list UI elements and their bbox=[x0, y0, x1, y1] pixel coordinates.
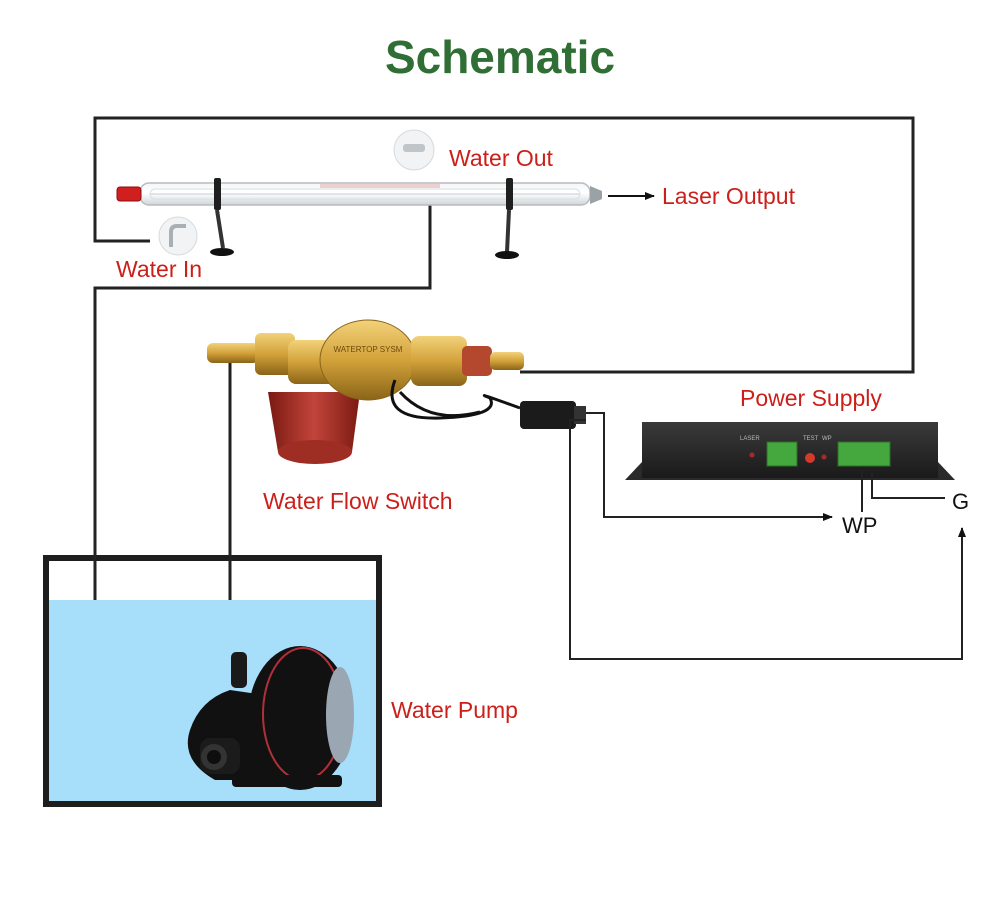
ps-panel-wp: WP bbox=[822, 436, 832, 442]
wire-switch-to-wp bbox=[586, 412, 833, 521]
switch-brand-text: WATERTOP SYSM bbox=[334, 345, 403, 354]
page-title: Schematic bbox=[384, 31, 616, 83]
label-wp: WP bbox=[842, 513, 878, 538]
label-water-in: Water In bbox=[116, 256, 203, 282]
water-tank bbox=[43, 555, 382, 807]
water-flow-switch: WATERTOP SYSM bbox=[207, 319, 586, 464]
wire-switch-to-g bbox=[569, 419, 966, 660]
label-water-flow-switch: Water Flow Switch bbox=[263, 488, 453, 514]
label-water-out: Water Out bbox=[449, 145, 553, 171]
label-laser-output: Laser Output bbox=[662, 183, 795, 209]
ps-panel-test: TEST bbox=[803, 436, 819, 442]
ps-panel-laser: LASER bbox=[740, 436, 760, 442]
laser-tube bbox=[116, 129, 602, 259]
wire-outer-loop bbox=[93, 116, 915, 374]
label-g: G bbox=[952, 489, 970, 514]
wire-g-terminal bbox=[871, 470, 945, 499]
power-supply-unit: LASER TEST WP bbox=[625, 422, 955, 480]
label-power-supply: Power Supply bbox=[740, 385, 882, 411]
label-water-pump: Water Pump bbox=[391, 697, 518, 723]
water-pump bbox=[187, 646, 354, 790]
wire-water-in bbox=[93, 192, 432, 600]
